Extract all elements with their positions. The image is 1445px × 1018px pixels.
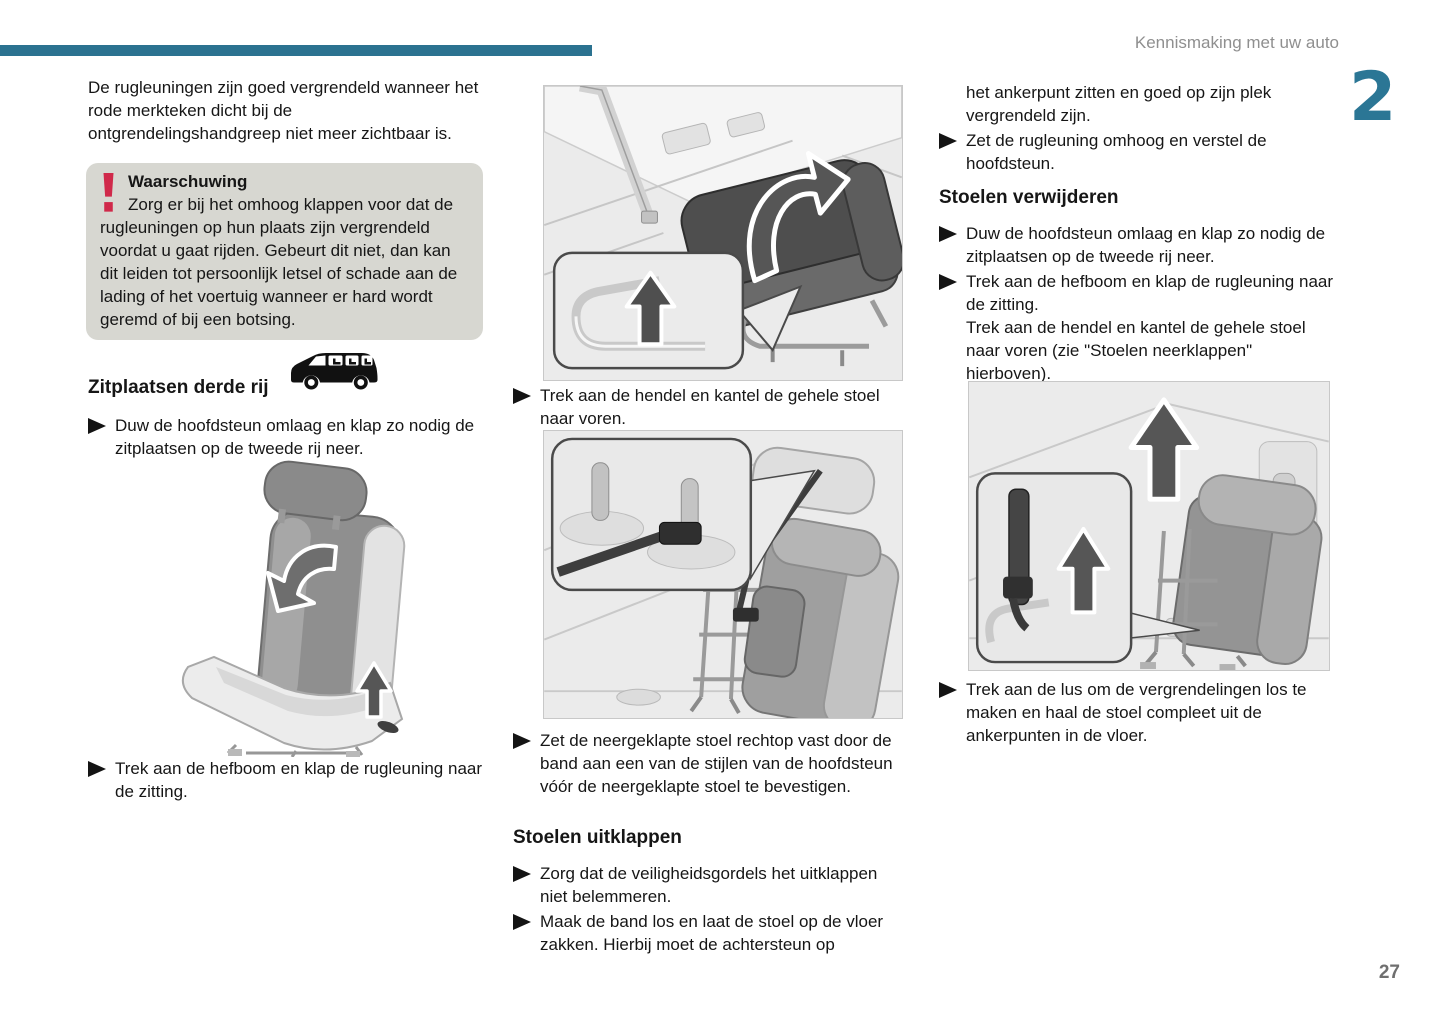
section-heading: Zitplaatsen derde rij <box>88 377 269 398</box>
bullet-text: Trek aan de lus om de vergrendelingen lo… <box>966 680 1307 745</box>
bullet-lower-headrest-right: Duw de hoofdsteun omlaag en klap zo nodi… <box>939 222 1333 268</box>
bullet-tilt-seat-forward: Trek aan de hendel en kantel de gehele s… <box>513 384 905 430</box>
bullet-triangle-icon <box>939 682 957 698</box>
page-number: 27 <box>1378 962 1400 983</box>
bullet-triangle-icon <box>939 133 957 149</box>
bullet-triangle-icon <box>88 761 106 777</box>
warning-exclamation-icon <box>100 173 117 213</box>
bullet-triangle-icon <box>939 226 957 242</box>
bullet-text: Duw de hoofdsteun omlaag en klap zo nodi… <box>966 224 1326 266</box>
bullet-secure-with-strap: Zet de neergeklapte stoel rechtop vast d… <box>513 729 905 798</box>
bullet-triangle-icon <box>939 274 957 290</box>
bullet-release-strap: Maak de band los en laat de stoel op de … <box>513 910 905 956</box>
heading-unfold-seats: Stoelen uitklappen <box>513 827 682 848</box>
seat-strap-secure-illustration <box>543 430 903 719</box>
chapter-number: 2 <box>1349 58 1397 137</box>
bullet-seatbelts-clear: Zorg dat de veiligheidsgordels het uitkl… <box>513 862 905 908</box>
bullet-text: Trek aan de hendel en kantel de gehele s… <box>540 386 880 428</box>
bullet-pull-lever-left: Trek aan de hefboom en klap de rugleunin… <box>88 757 486 803</box>
section-third-row-seats: Zitplaatsen derde rij <box>88 353 482 402</box>
left-intro-paragraph: De rugleuningen zijn goed vergrendeld wa… <box>88 78 479 143</box>
bullet-text: Trek aan de hefboom en klap de rugleunin… <box>115 759 483 801</box>
bullet-text: Zorg dat de veiligheidsgordels het uitkl… <box>540 864 878 906</box>
seat-removal-illustration <box>968 381 1330 671</box>
chapter-accent-bar <box>0 45 592 56</box>
bullet-fold-and-tilt: Trek aan de hefboom en klap de rugleunin… <box>939 270 1333 385</box>
warning-title: Waarschuwing <box>128 172 248 191</box>
bullet-text-line-2: Trek aan de hendel en kantel de gehele s… <box>966 318 1306 383</box>
warning-body: Zorg er bij het omhoog klappen voor dat … <box>100 195 458 329</box>
bullet-triangle-icon <box>513 866 531 882</box>
right-continuation-paragraph: het ankerpunt zitten en goed op zijn ple… <box>966 83 1272 125</box>
van-silhouette-icon <box>287 347 379 391</box>
bullet-text: Zet de neergeklapte stoel rechtop vast d… <box>540 731 893 796</box>
bullet-text-line-1: Trek aan de hefboom en klap de rugleunin… <box>966 272 1334 314</box>
second-row-seat-fold-illustration <box>176 455 424 757</box>
heading-remove-seats: Stoelen verwijderen <box>939 187 1119 208</box>
bullet-triangle-icon <box>513 388 531 404</box>
bullet-text: Zet de rugleuning omhoog en verstel de h… <box>966 131 1267 173</box>
bullet-triangle-icon <box>513 733 531 749</box>
running-header: Kennismaking met uw auto <box>1134 33 1339 52</box>
bullet-text: Duw de hoofdsteun omlaag en klap zo nodi… <box>115 416 475 458</box>
bullet-text: Maak de band los en laat de stoel op de … <box>540 912 884 954</box>
bullet-raise-backrest: Zet de rugleuning omhoog en verstel de h… <box>939 129 1333 175</box>
bullet-triangle-icon <box>88 418 106 434</box>
warning-box: Waarschuwing Zorg er bij het omhoog klap… <box>86 163 483 340</box>
bullet-lower-headrest-left: Duw de hoofdsteun omlaag en klap zo nodi… <box>88 414 486 460</box>
seat-tilt-forward-illustration <box>543 85 903 381</box>
bullet-triangle-icon <box>513 914 531 930</box>
bullet-pull-loop-remove: Trek aan de lus om de vergrendelingen lo… <box>939 678 1333 747</box>
bullet-text: Trek aan de hefboom en klap de rugleunin… <box>966 270 1333 385</box>
